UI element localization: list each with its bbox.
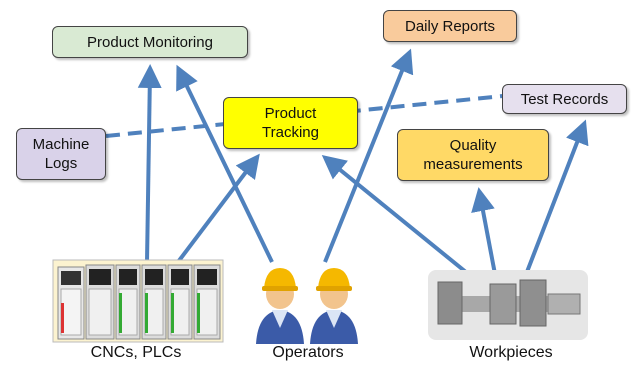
arrow-workpieces-to-test-records xyxy=(518,119,589,291)
arrow-operators-to-product-monitoring xyxy=(176,64,274,263)
test-records-box: Test Records xyxy=(502,84,627,114)
product-tracking-box: Product Tracking xyxy=(223,97,358,149)
product-monitoring-box: Product Monitoring xyxy=(52,26,248,58)
arrow-cnc-to-product-monitoring xyxy=(137,64,162,263)
operators-label: Operators xyxy=(272,344,344,361)
plc-rack-icon xyxy=(52,259,224,343)
machine-logs-box: Machine Logs xyxy=(16,128,106,180)
arrow-cnc-to-product-tracking xyxy=(176,153,260,264)
operators-icon xyxy=(256,268,358,344)
quality-measurements-box: Quality measurements xyxy=(397,129,549,181)
daily-reports-box: Daily Reports xyxy=(383,10,517,42)
arrow-operators-to-daily-reports xyxy=(323,48,414,263)
arrow-workpieces-to-product-tracking xyxy=(321,154,490,292)
cncs-plcs-label: CNCs, PLCs xyxy=(90,344,182,361)
bolts-icon xyxy=(428,270,588,340)
workpieces-label: Workpieces xyxy=(469,344,553,361)
